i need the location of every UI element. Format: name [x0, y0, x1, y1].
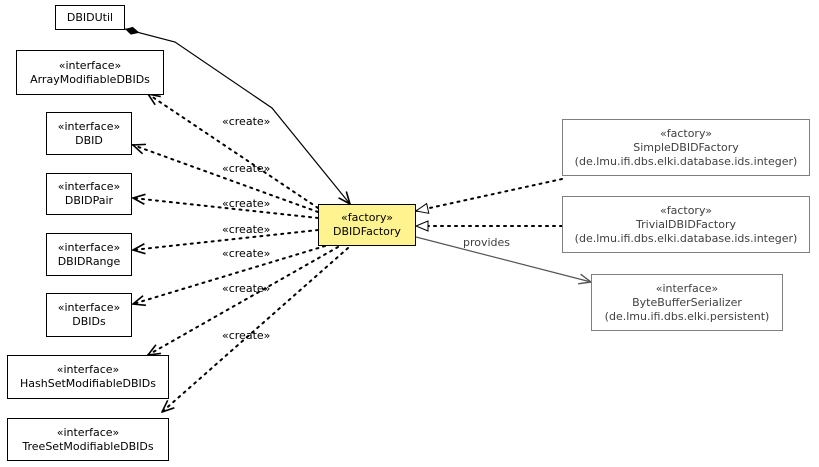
create-label: «create» — [222, 197, 270, 210]
interface-dbidrange[interactable]: «interface» DBIDRange — [46, 233, 132, 276]
package-name: (de.lmu.ifi.dbs.elki.persistent) — [604, 309, 770, 323]
interface-dbids[interactable]: «interface» DBIDs — [46, 293, 132, 337]
class-name: HashSetModifiableDBIDs — [20, 377, 156, 390]
create-label: «create» — [222, 115, 270, 128]
stereotype: «interface» — [58, 58, 122, 72]
class-name: DBIDFactory — [333, 225, 401, 238]
create-label: «create» — [222, 329, 270, 342]
provides-edge — [415, 236, 591, 282]
create-edge-dbid — [133, 145, 319, 213]
create-edge-dbidpair — [133, 198, 319, 219]
interface-treesetmodifiabledbids[interactable]: «interface» TreeSetModifiableDBIDs — [7, 418, 169, 461]
package-name: (de.lmu.ifi.dbs.elki.database.ids.intege… — [574, 231, 798, 245]
class-name: ArrayModifiableDBIDs — [30, 72, 150, 86]
stereotype: «interface» — [57, 240, 121, 254]
create-edge-hashset — [148, 246, 339, 355]
realization-edge-simple — [416, 178, 563, 211]
stereotype: «factory» — [659, 126, 712, 140]
create-edge-dbids — [133, 245, 326, 304]
stereotype: «factory» — [340, 211, 393, 224]
stereotype: «interface» — [56, 363, 120, 376]
interface-arraymodifiabledbids[interactable]: «interface» ArrayModifiableDBIDs — [16, 50, 164, 95]
composition-edge — [124, 29, 350, 204]
create-edge-dbidrange — [133, 229, 319, 250]
provides-label: provides — [463, 236, 510, 249]
create-label: «create» — [222, 223, 270, 236]
class-dbidutil[interactable]: DBIDUtil — [55, 5, 125, 30]
class-name: TreeSetModifiableDBIDs — [22, 439, 154, 453]
class-name: DBIDRange — [57, 254, 121, 268]
class-name: SimpleDBIDFactory — [633, 140, 739, 154]
class-simpledbidfactory[interactable]: «factory» SimpleDBIDFactory (de.lmu.ifi.… — [562, 119, 810, 176]
interface-hashsetmodifiabledbids[interactable]: «interface» HashSetModifiableDBIDs — [7, 355, 169, 399]
class-dbidfactory[interactable]: «factory» DBIDFactory — [318, 204, 416, 246]
class-name: TrivialDBIDFactory — [636, 217, 736, 231]
create-edge-treeset — [162, 247, 349, 412]
create-label: «create» — [222, 162, 270, 175]
stereotype: «interface» — [57, 301, 121, 314]
create-edge-arraymod — [148, 94, 319, 209]
class-name: DBIDPair — [64, 194, 114, 207]
stereotype: «interface» — [57, 180, 121, 193]
class-name: DBID — [75, 133, 103, 147]
create-label: «create» — [222, 282, 270, 295]
stereotype: «factory» — [659, 203, 712, 217]
create-label: «create» — [222, 247, 270, 260]
stereotype: «interface» — [655, 281, 719, 295]
stereotype: «interface» — [56, 425, 120, 439]
stereotype: «interface» — [57, 119, 121, 133]
class-name: DBIDs — [72, 315, 106, 328]
interface-dbid[interactable]: «interface» DBID — [46, 112, 132, 155]
interface-dbidpair[interactable]: «interface» DBIDPair — [46, 173, 132, 215]
class-trivialdbidfactory[interactable]: «factory» TrivialDBIDFactory (de.lmu.ifi… — [562, 196, 810, 253]
class-name: ByteBufferSerializer — [632, 295, 742, 309]
class-name: DBIDUtil — [66, 10, 114, 24]
package-name: (de.lmu.ifi.dbs.elki.database.ids.intege… — [574, 154, 798, 168]
interface-bytebufferserializer[interactable]: «interface» ByteBufferSerializer (de.lmu… — [591, 274, 783, 331]
